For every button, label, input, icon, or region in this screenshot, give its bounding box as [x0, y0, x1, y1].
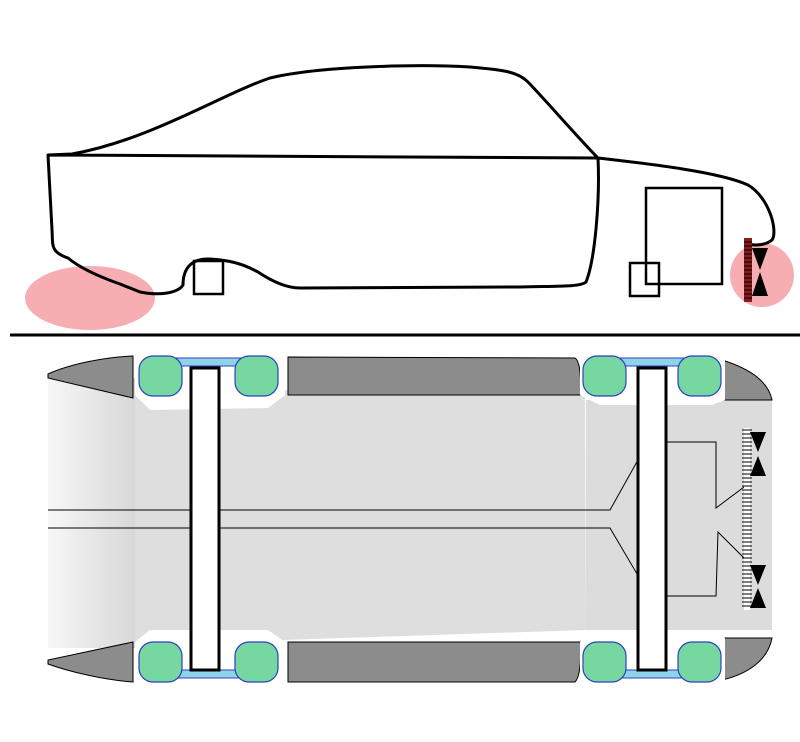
rear-axle: [159, 357, 261, 679]
wheel-front-right-inner: [582, 641, 627, 683]
side-view: [25, 64, 794, 330]
engine-box: [644, 186, 724, 286]
top-view: [47, 355, 773, 684]
rear-left-corner-panel: [47, 355, 134, 399]
left-side-panel: [287, 356, 583, 396]
wheel-front-right-outer: [677, 641, 722, 683]
front-left-corner-panel: [721, 359, 773, 401]
sensor-upper: [750, 432, 766, 452]
front-floor: [586, 400, 772, 630]
rear-right-corner-panel: [47, 641, 134, 683]
wiring-harness: [48, 441, 749, 597]
front-bumper-sensor: [744, 238, 768, 302]
front-axle: [604, 357, 706, 679]
wheel-rear-right-inner: [234, 641, 279, 683]
chassis-floor: [135, 390, 586, 640]
wheel-front-left-outer: [677, 355, 722, 397]
wheel-rear-right-outer: [138, 641, 183, 683]
front-axle-box: [628, 261, 661, 298]
wheels: [138, 355, 722, 683]
front-right-corner-panel: [721, 637, 773, 681]
wheel-rear-left-inner: [234, 355, 279, 397]
sensor-lower: [750, 565, 766, 585]
rear-floor-fade: [48, 378, 140, 648]
front-bumper-sensors: [742, 428, 766, 610]
wheel-front-left-inner: [582, 355, 627, 397]
right-side-panel: [287, 641, 583, 683]
rear-highlight: [25, 266, 155, 330]
wheel-rear-left-outer: [138, 355, 183, 397]
rear-axle-box: [192, 259, 225, 296]
car-body-outline: [46, 64, 776, 296]
